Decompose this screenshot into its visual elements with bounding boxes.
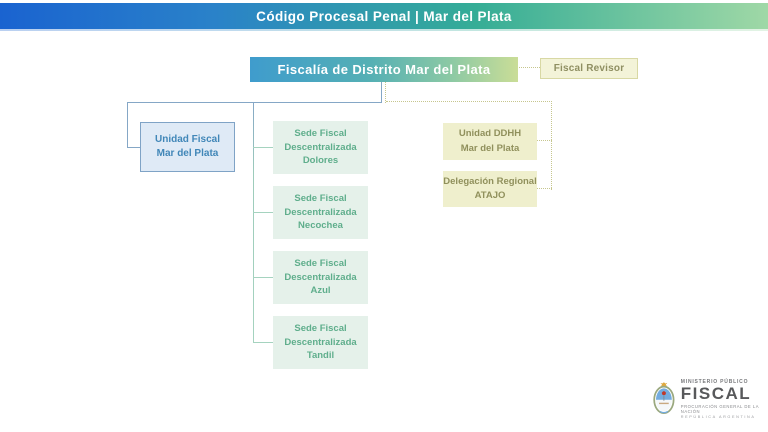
node-fiscalia-distrito: Fiscalía de Distrito Mar del Plata	[250, 57, 518, 82]
connector-unidad-fiscal-vertical	[127, 102, 128, 148]
logo-procuracion: PROCURACIÓN GENERAL DE LA NACIÓN	[680, 403, 759, 414]
node-unidad-fiscal: Unidad Fiscal Mar del Plata	[140, 122, 235, 172]
connector-sede-stub-3	[253, 277, 273, 278]
node-fiscal-revisor: Fiscal Revisor	[540, 58, 638, 79]
connector-sede-trunk	[253, 102, 254, 343]
node-unidad-fiscal-line1: Unidad Fiscal	[154, 134, 220, 145]
node-sede-tandil: Sede Fiscal Descentralizada Tandil	[273, 316, 368, 369]
node-sede-tandil-line2: Descentralizada	[284, 336, 357, 348]
connector-horizontal-main	[127, 102, 382, 103]
connector-sede-stub-1	[253, 147, 273, 148]
node-sede-dolores-line2: Descentralizada	[284, 141, 357, 153]
node-delegacion-atajo-line2: ATAJO	[474, 190, 506, 201]
logo-fiscal: FISCAL	[680, 384, 752, 404]
node-sede-necochea-line2: Descentralizada	[284, 206, 357, 218]
connector-dotted-drop	[385, 82, 386, 103]
node-sede-tandil-line3: Tandil	[306, 350, 335, 362]
connector-revisor-dotted	[519, 67, 540, 68]
node-unidad-ddhh-line2: Mar del Plata	[460, 142, 520, 154]
connector-ddhh-stub	[537, 140, 552, 141]
mpf-logo: MINISTERIO PÚBLICO FISCAL PROCURACIÓN GE…	[652, 379, 768, 419]
logo-ministerio-publico: MINISTERIO PÚBLICO	[680, 379, 749, 386]
logo-republica-argentina: REPÚBLICA ARGENTINA	[680, 414, 756, 419]
node-delegacion-atajo: Delegación Regional ATAJO	[443, 171, 537, 207]
node-sede-dolores-line3: Dolores	[302, 155, 339, 167]
header-underline	[0, 29, 768, 31]
page-title: Código Procesal Penal | Mar del Plata	[256, 8, 512, 24]
node-sede-azul-line1: Sede Fiscal	[294, 257, 347, 269]
connector-unidad-fiscal-stub	[127, 147, 141, 148]
node-unidad-ddhh: Unidad DDHH Mar del Plata	[443, 123, 537, 160]
node-sede-necochea-line3: Necochea	[298, 220, 343, 232]
node-sede-necochea-line1: Sede Fiscal	[294, 192, 347, 204]
node-sede-azul: Sede Fiscal Descentralizada Azul	[273, 251, 368, 304]
node-sede-azul-line2: Descentralizada	[284, 271, 357, 283]
node-sede-tandil-line1: Sede Fiscal	[294, 322, 347, 334]
node-sede-dolores: Sede Fiscal Descentralizada Dolores	[273, 121, 368, 174]
node-sede-dolores-line1: Sede Fiscal	[294, 127, 347, 139]
node-fiscal-revisor-label: Fiscal Revisor	[553, 63, 625, 74]
connector-atajo-stub	[537, 188, 552, 189]
node-fiscalia-distrito-label: Fiscalía de Distrito Mar del Plata	[277, 62, 491, 77]
header-bar: Código Procesal Penal | Mar del Plata	[0, 3, 768, 29]
connector-dotted-trunk	[551, 101, 552, 190]
connector-sede-stub-4	[253, 342, 273, 343]
connector-sede-stub-2	[253, 212, 273, 213]
node-sede-necochea: Sede Fiscal Descentralizada Necochea	[273, 186, 368, 239]
argentina-crest-icon	[653, 382, 675, 414]
connector-dotted-horizontal	[386, 101, 552, 102]
node-delegacion-atajo-line1: Delegación Regional	[443, 175, 537, 187]
node-unidad-ddhh-line1: Unidad DDHH	[458, 128, 522, 140]
node-unidad-fiscal-line2: Mar del Plata	[156, 148, 219, 159]
mpf-logo-text: MINISTERIO PÚBLICO FISCAL PROCURACIÓN GE…	[681, 379, 768, 419]
connector-root-drop	[381, 82, 382, 103]
node-sede-azul-line3: Azul	[310, 285, 331, 297]
